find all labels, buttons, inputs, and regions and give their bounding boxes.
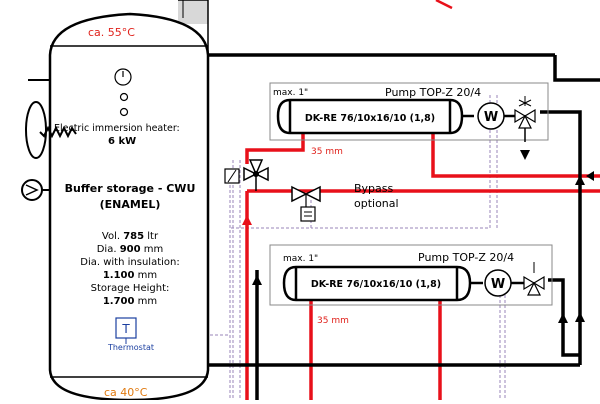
heater-power: 6 kW <box>108 136 136 147</box>
tank-height-value: 1.700 mm <box>103 296 157 307</box>
exchanger-bottom-model: DK-RE 76/10x16/10 (1,8) <box>311 279 441 290</box>
thermostat-label: Thermostat <box>107 343 154 352</box>
insulation-hatch <box>178 0 209 55</box>
heat-exchanger-bottom-group <box>269 244 553 306</box>
exchanger-top-pipe-label: 35 mm <box>311 147 343 157</box>
exchanger-bottom-pump-label: Pump TOP-Z 20/4 <box>418 251 514 264</box>
exchanger-bottom-pipe-label: 35 mm <box>317 316 349 326</box>
tank-left-fittings <box>21 79 77 201</box>
exchanger-bottom-max: max. 1" <box>283 254 318 264</box>
exchanger-top-pump-label: Pump TOP-Z 20/4 <box>385 86 481 99</box>
thermostat-symbol <box>115 317 137 344</box>
pump-bottom-letter: W <box>491 277 505 292</box>
bypass-line2: optional <box>354 197 399 210</box>
thermostat-T: T <box>121 322 130 336</box>
tank-volume: Vol. 785 ltr <box>102 231 159 242</box>
heater-label: Electric immersion heater: <box>54 123 180 134</box>
tank-height-label: Storage Height: <box>91 283 170 294</box>
exchanger-top-max: max. 1" <box>273 88 308 98</box>
tank-title-line1: Buffer storage - CWU <box>65 182 196 195</box>
tank-dia-insulation-value: 1.100 mm <box>103 270 157 281</box>
bottom-temp-label: ca 40°C <box>104 386 148 399</box>
tank-title-line2: (ENAMEL) <box>100 198 161 211</box>
tank-instruments <box>114 68 132 117</box>
heat-exchanger-top-group <box>269 82 549 142</box>
cold-pipes <box>208 53 600 400</box>
motorized-valve-left <box>224 159 269 191</box>
hot-pipes <box>245 0 600 400</box>
pump-top-letter: W <box>484 110 498 125</box>
buffer-tank <box>48 12 210 402</box>
bypass-valve <box>291 185 321 222</box>
flow-arrows <box>242 150 594 323</box>
exchanger-top-model: DK-RE 76/10x16/10 (1,8) <box>305 113 435 124</box>
bypass-line1: Bypass <box>354 182 394 195</box>
top-temp-label: ca. 55°C <box>88 26 135 39</box>
tank-diameter: Dia. 900 mm <box>97 244 164 255</box>
tank-dia-insulation-label: Dia. with insulation: <box>80 257 179 268</box>
